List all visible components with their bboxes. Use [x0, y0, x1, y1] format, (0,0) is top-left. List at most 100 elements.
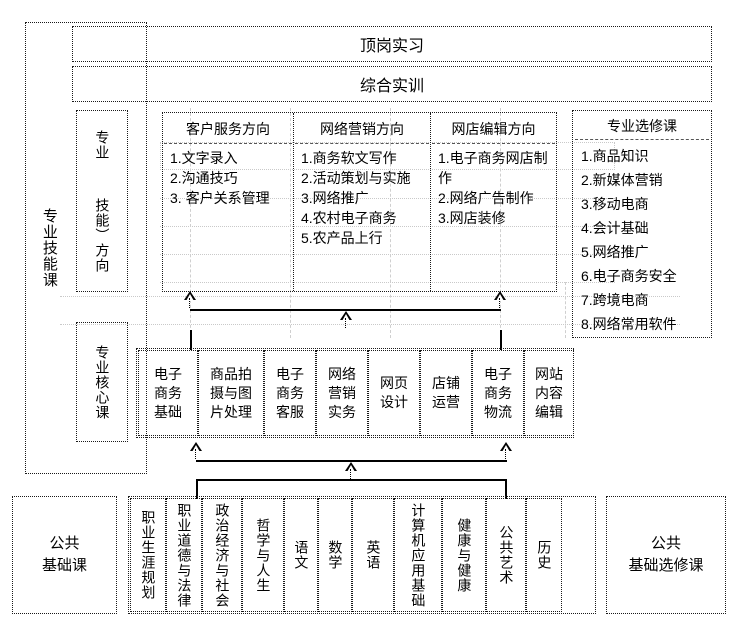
- core-course-label: 电子 商务 物流: [484, 365, 512, 420]
- direction-header-shop-editing-label: 网店编辑方向: [451, 120, 536, 137]
- general-course-cell: 英语: [352, 498, 394, 612]
- bg-grid-line: [160, 254, 615, 255]
- general-course-cell: 数学: [318, 498, 352, 612]
- core-course-label: 店铺 运营: [432, 375, 460, 410]
- general-course-label: 政治经济与社会: [214, 502, 231, 608]
- list-item: 2.沟通技巧: [170, 170, 238, 186]
- top-bar-comprehensive-training-label: 综合实训: [359, 78, 424, 95]
- general-course-label: 健康与健康: [456, 517, 473, 593]
- general-course-label: 职业道德与法律: [176, 502, 193, 608]
- list-item: 1.商品知识: [581, 148, 649, 164]
- list-item: 5.网络推广: [581, 244, 649, 260]
- core-course-cell: 电子 商务 基础: [138, 350, 198, 436]
- list-item: 3. 客户关系管理: [170, 190, 270, 206]
- general-course-cell: 职业生涯规划: [130, 498, 166, 612]
- direction-header-shop-editing: 网店编辑方向: [432, 114, 555, 144]
- vocational-skill-axis-label: 专业技能课: [26, 22, 72, 474]
- core-axis-label: 专业核心课: [76, 322, 128, 442]
- bg-grid-cell: [160, 142, 615, 170]
- general-course-label: 计算机应用基础: [410, 502, 427, 608]
- core-axis-label-box: [76, 322, 128, 442]
- direction-columns-frame: [162, 112, 557, 292]
- core-course-label: 电子 商务 客服: [276, 365, 304, 420]
- general-course-cell: 公共艺术: [486, 498, 526, 612]
- direction-items-shop-editing: 1.电子商务网店制作 2.网络广告制作 3.网店装修: [432, 146, 555, 290]
- connector-bracket-left: [196, 479, 198, 499]
- bg-grid-line: [160, 198, 615, 199]
- core-course-cell: 电子 商务 物流: [472, 350, 524, 436]
- professional-elective-header: 专业选修课: [575, 112, 709, 140]
- bg-grid-line: [160, 282, 615, 283]
- bg-grid-line: [190, 108, 191, 338]
- core-axis-label-text: 专业核心课: [94, 344, 111, 420]
- list-item: 1.文字录入: [170, 150, 238, 166]
- list-item: 4.会计基础: [581, 220, 649, 236]
- general-course-cell: 健康与健康: [442, 498, 486, 612]
- general-course-label: 公共艺术: [498, 525, 515, 585]
- public-base-label: 公共 基础课: [41, 535, 87, 574]
- core-course-cell: 网站 内容 编辑: [524, 350, 574, 436]
- vocational-skill-axis-text: 专业技能课: [40, 208, 58, 288]
- bg-grid-line: [500, 108, 501, 338]
- bg-grid-line: [60, 296, 680, 297]
- professional-elective-frame: [572, 110, 712, 338]
- general-course-cell: 哲学与人生: [242, 498, 284, 612]
- direction-col-divider: [293, 113, 294, 291]
- list-item: 1.商务软文写作: [301, 150, 397, 166]
- core-course-cell: 商品拍 摄与图 片处理: [198, 350, 264, 436]
- skill-direction-label-top-text: 专业: [94, 130, 111, 160]
- direction-header-network-marketing: 网络营销方向: [295, 114, 429, 144]
- general-course-cell: 计算机应用基础: [394, 498, 442, 612]
- professional-elective-header-label: 专业选修课: [607, 117, 677, 134]
- general-course-label: 职业生涯规划: [140, 510, 157, 600]
- core-course-label: 电子 商务 基础: [154, 365, 182, 420]
- list-item: 4.农村电子商务: [301, 210, 397, 226]
- general-course-cell: 语文: [284, 498, 318, 612]
- skill-direction-label-box: [76, 110, 128, 292]
- general-course-cell: 历史: [526, 498, 562, 612]
- general-course-label: 哲学与人生: [255, 517, 272, 593]
- general-course-label: 语文: [293, 540, 310, 570]
- list-item: 3.移动电商: [581, 196, 649, 212]
- list-item: 6.电子商务安全: [581, 268, 677, 284]
- direction-header-network-marketing-label: 网络营销方向: [320, 120, 404, 137]
- public-base-label-box: 公共 基础课: [12, 496, 117, 614]
- professional-elective-items: 1.商品知识 2.新媒体营销 3.移动电商 4.会计基础 5.网络推广 6.电子…: [575, 142, 709, 336]
- list-item: 3.网店装修: [438, 210, 506, 226]
- core-course-label: 网站 内容 编辑: [535, 365, 563, 420]
- core-course-label: 网络 营销 实务: [328, 365, 356, 420]
- top-bar-comprehensive-training: 综合实训: [72, 66, 712, 102]
- list-item: 5.农产品上行: [301, 230, 383, 246]
- skill-direction-label-bottom: 技能）方向: [76, 180, 128, 290]
- general-course-label: 英语: [365, 540, 382, 570]
- connector-bracket-right: [505, 479, 507, 499]
- core-course-cell: 电子 商务 客服: [264, 350, 316, 436]
- general-course-label: 数学: [327, 540, 344, 570]
- direction-header-customer-service-label: 客户服务方向: [186, 120, 270, 137]
- bg-grid-line: [60, 324, 680, 325]
- core-course-label: 网页 设计: [380, 375, 408, 410]
- core-course-cell: 网络 营销 实务: [316, 350, 368, 436]
- connector-stem-upper-left: [190, 330, 192, 350]
- top-bar-internship-label: 顶岗实习: [359, 38, 424, 55]
- public-elective-label-box: 公共 基础选修课: [606, 496, 726, 614]
- list-item: 2.网络广告制作: [438, 190, 534, 206]
- direction-col-divider: [430, 113, 431, 291]
- list-item: 8.网络常用软件: [581, 316, 677, 332]
- direction-items-customer-service: 1.文字录入 2.沟通技巧 3. 客户关系管理: [164, 146, 292, 290]
- direction-items-network-marketing: 1.商务软文写作 2.活动策划与实施 3.网络推广 4.农村电子商务 5.农产品…: [295, 146, 429, 290]
- core-course-label: 商品拍 摄与图 片处理: [210, 365, 252, 420]
- list-item: 7.跨境电商: [581, 292, 649, 308]
- list-item: 2.活动策划与实施: [301, 170, 411, 186]
- general-course-label: 历史: [536, 540, 553, 570]
- public-elective-label: 公共 基础选修课: [628, 535, 704, 574]
- connector-bar-lower: [196, 460, 507, 462]
- bg-grid-line: [290, 108, 291, 338]
- list-item: 3.网络推广: [301, 190, 369, 206]
- core-course-cell: 店铺 运营: [420, 350, 472, 436]
- general-course-cell: 政治经济与社会: [202, 498, 242, 612]
- connector-stem-upper-right: [500, 330, 502, 350]
- skill-direction-label-top: 专业: [76, 114, 128, 176]
- general-course-cell: 职业道德与法律: [166, 498, 202, 612]
